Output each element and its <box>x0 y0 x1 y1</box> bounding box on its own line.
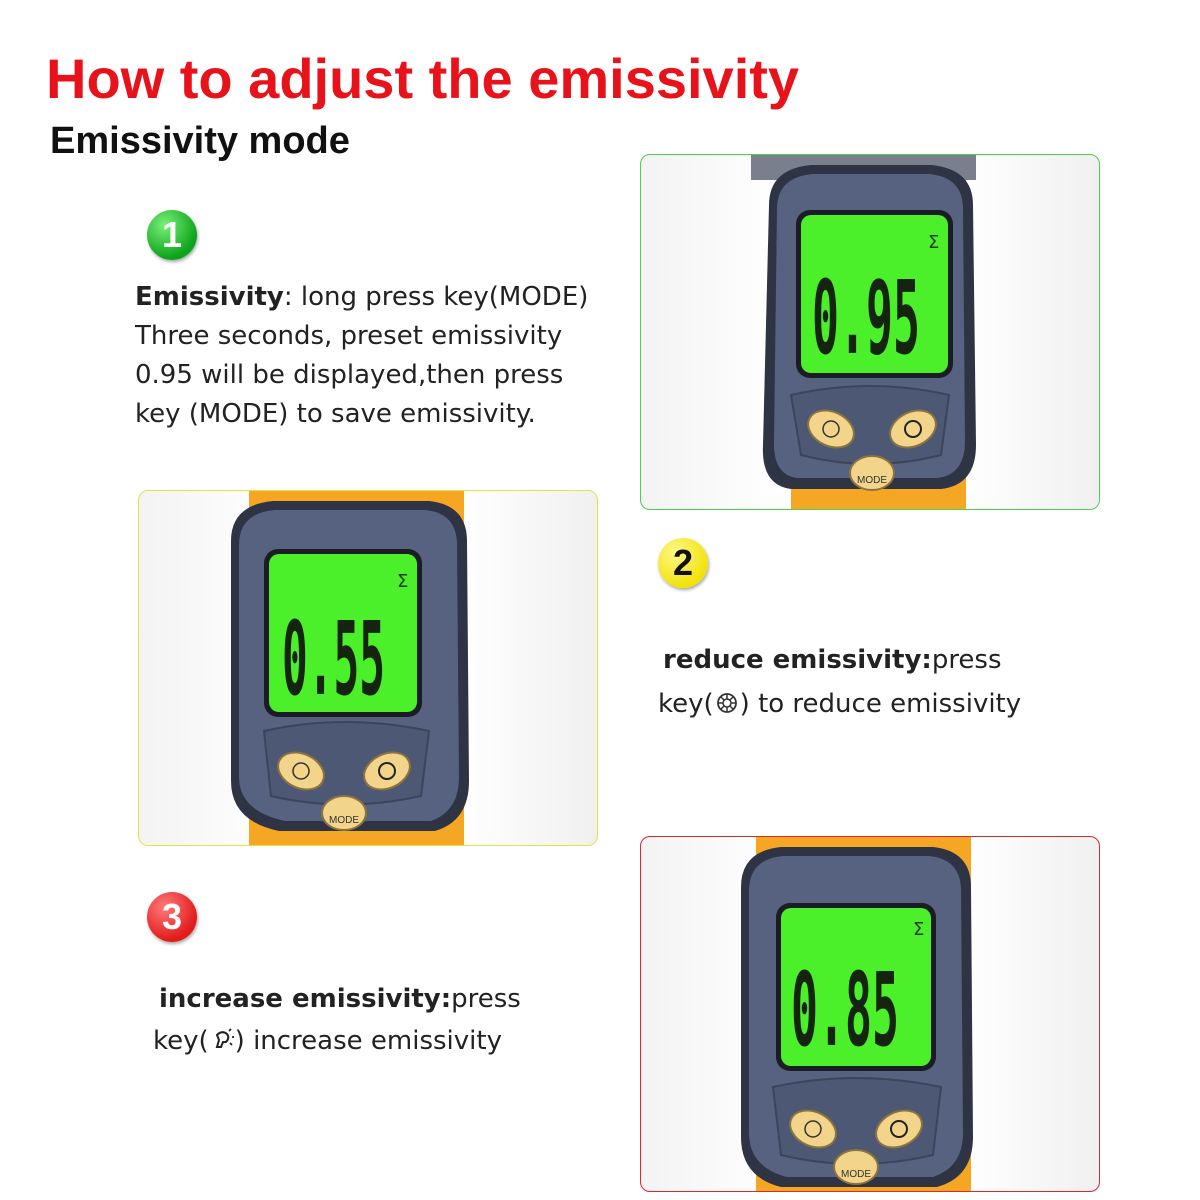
thermometer-image: Σ 0.85 MODE <box>741 837 973 1191</box>
step-3-line-1: press <box>451 984 521 1014</box>
step-2-badge: 2 <box>658 538 708 588</box>
step-1-line-3: 0.95 will be displayed,then press <box>135 360 564 390</box>
step-1-line-4: key (MODE) to save emissivity. <box>135 399 536 429</box>
step-1-bold: Emissivity <box>135 282 284 312</box>
step-3-badge: 3 <box>147 892 197 942</box>
emissivity-symbol: Σ <box>913 919 924 940</box>
thermometer-image: Σ 0.95 MODE <box>751 155 976 509</box>
increase-key-icon <box>215 1028 234 1048</box>
step-2-line-1: press <box>931 645 1002 675</box>
lcd-reading: 0.85 <box>791 951 899 1070</box>
thermometer-image: Σ 0.55 MODE <box>231 491 469 845</box>
emissivity-symbol: Σ <box>928 232 939 253</box>
page-title: How to adjust the emissivity <box>46 47 800 110</box>
mode-button-label: MODE <box>857 475 887 486</box>
step-2-line-2-post: ) to reduce emissivity <box>739 689 1022 719</box>
device-card-055: Σ 0.55 MODE <box>138 490 598 846</box>
step-2-line-2-pre: key( <box>658 689 714 719</box>
mode-button-label: MODE <box>841 1169 871 1180</box>
device-card-095: Σ 0.95 MODE <box>640 154 1100 510</box>
step-3-line-2-post: ) increase emissivity <box>234 1026 502 1056</box>
lcd-reading: 0.95 <box>812 259 920 378</box>
step-3-description: increase emissivity:press key( ) increase… <box>153 978 613 1062</box>
step-3-line-2-pre: key( <box>153 1026 209 1056</box>
step-2-description: reduce emissivity:press key( ) to reduce … <box>658 638 1118 726</box>
page-subtitle: Emissivity mode <box>50 120 350 162</box>
device-card-085: Σ 0.85 MODE <box>640 836 1100 1192</box>
step-3-bold: increase emissivity: <box>159 984 452 1014</box>
emissivity-symbol: Σ <box>397 571 408 592</box>
step-2-bold: reduce emissivity: <box>663 645 932 675</box>
step-1-badge: 1 <box>147 210 197 260</box>
reduce-key-icon <box>716 693 737 713</box>
step-1-description: Emissivity: long press key(MODE) Three s… <box>135 278 615 434</box>
step-1-line-1: : long press key(MODE) <box>283 282 589 312</box>
step-1-line-2: Three seconds, preset emissivity <box>135 321 563 351</box>
mode-button-label: MODE <box>329 815 359 826</box>
lcd-reading: 0.55 <box>282 600 385 719</box>
